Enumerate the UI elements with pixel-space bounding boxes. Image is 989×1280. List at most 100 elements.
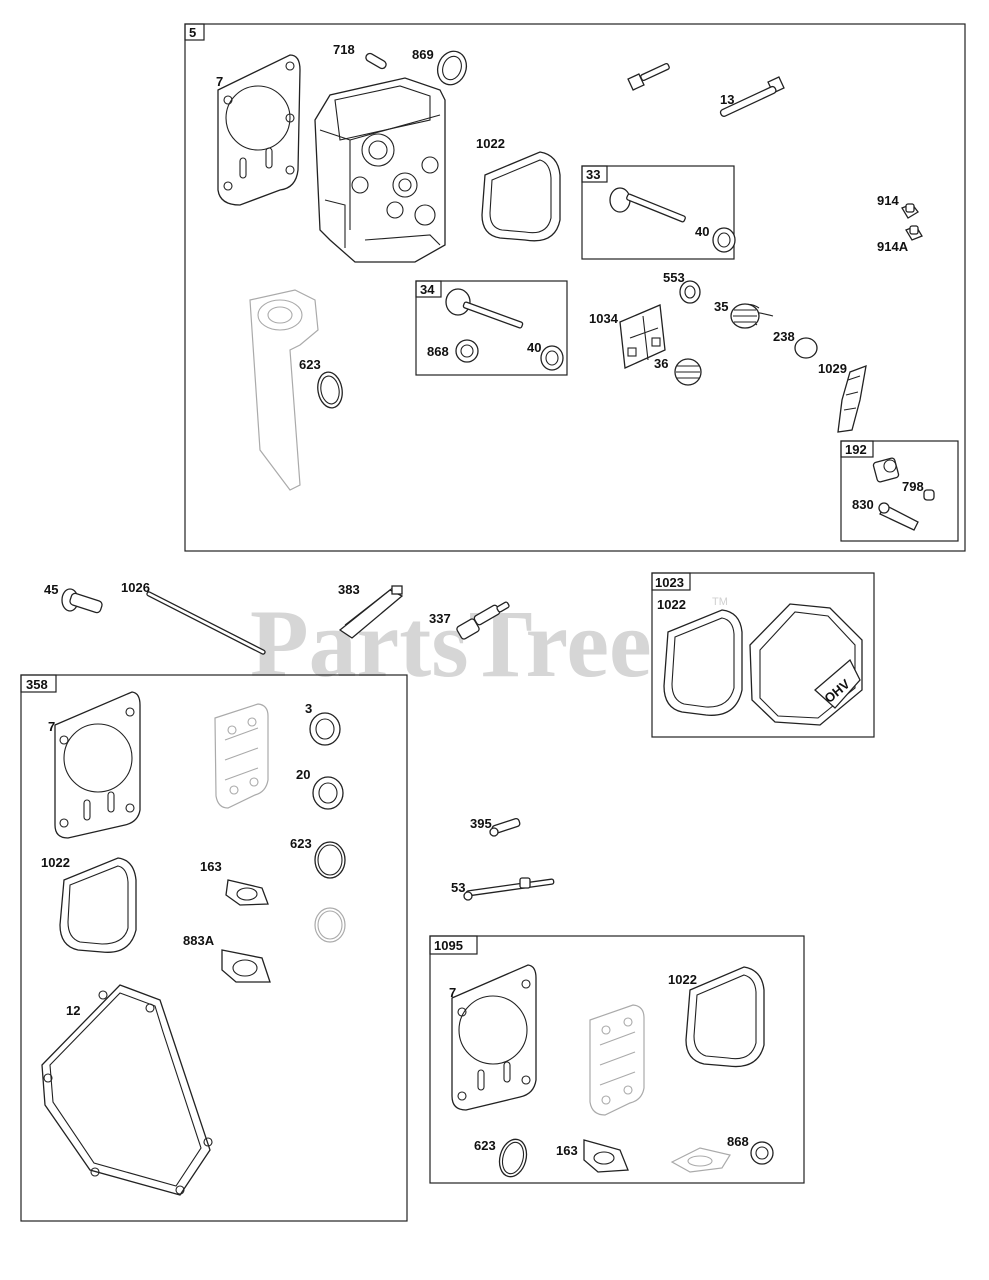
part-3-seal[interactable] bbox=[309, 712, 341, 746]
label-798: 798 bbox=[902, 479, 924, 494]
group-358[interactable]: 358 7 3 20 623 bbox=[20, 674, 408, 1222]
part-395-pin[interactable] bbox=[489, 817, 521, 837]
part-798-cap[interactable] bbox=[923, 489, 935, 501]
part-868-seal[interactable] bbox=[455, 339, 479, 363]
label-238: 238 bbox=[773, 329, 795, 344]
label-869: 869 bbox=[412, 47, 434, 62]
part-36-spring[interactable] bbox=[674, 358, 702, 386]
part-7-head-gasket-c[interactable] bbox=[451, 964, 537, 1111]
part-163-gasket[interactable] bbox=[225, 879, 269, 906]
label-40: 40 bbox=[695, 224, 709, 239]
group-192-label: 192 bbox=[845, 442, 867, 457]
label-395: 395 bbox=[470, 816, 492, 831]
part-7-head-gasket[interactable] bbox=[217, 54, 301, 206]
label-163b: 163 bbox=[556, 1143, 578, 1158]
part-914-fitting[interactable] bbox=[901, 203, 919, 219]
part-45-pin[interactable] bbox=[61, 588, 103, 614]
label-1022d: 1022 bbox=[668, 972, 697, 987]
watermark-tm: TM bbox=[712, 596, 728, 608]
group-33[interactable]: 33 40 bbox=[581, 165, 736, 260]
part-163-gasket-b[interactable] bbox=[583, 1139, 629, 1173]
part-valve-cover[interactable]: OHV bbox=[749, 603, 863, 726]
part-623-oring-b[interactable] bbox=[314, 841, 346, 879]
label-868b: 868 bbox=[727, 1134, 749, 1149]
part-gasket-light-358[interactable] bbox=[214, 703, 269, 809]
part-1029-guide[interactable] bbox=[837, 364, 867, 433]
group-1095[interactable]: 1095 7 1022 623 1 bbox=[429, 935, 805, 1184]
label-13: 13 bbox=[720, 92, 734, 107]
part-623-oring[interactable] bbox=[315, 370, 345, 410]
part-12-crankcase-gasket[interactable] bbox=[41, 984, 213, 1196]
part-oring-light-358[interactable] bbox=[314, 907, 346, 943]
part-1022-rocker-gasket-b[interactable] bbox=[59, 857, 137, 953]
group-5-label: 5 bbox=[189, 25, 196, 40]
part-34-valve[interactable] bbox=[445, 288, 524, 329]
part-13-bolt[interactable] bbox=[719, 76, 785, 117]
label-1022: 1022 bbox=[476, 136, 505, 151]
part-1026-pushrod[interactable] bbox=[146, 591, 266, 655]
label-53: 53 bbox=[451, 880, 465, 895]
group-1023-label: 1023 bbox=[655, 575, 684, 590]
part-623-oring-c[interactable] bbox=[496, 1136, 531, 1179]
part-1034-plate[interactable] bbox=[619, 304, 666, 369]
part-gasket-light-1095-b[interactable] bbox=[670, 1147, 731, 1173]
label-7b: 7 bbox=[48, 719, 55, 734]
label-1022c: 1022 bbox=[657, 597, 686, 612]
label-383: 383 bbox=[338, 582, 360, 597]
group-358-label: 358 bbox=[26, 677, 48, 692]
part-gasket-light-1095[interactable] bbox=[589, 1004, 645, 1116]
label-20: 20 bbox=[296, 767, 310, 782]
group-1023[interactable]: 1023 1022 OHV bbox=[651, 572, 875, 738]
label-1034: 1034 bbox=[589, 311, 619, 326]
part-383-bracket[interactable] bbox=[338, 585, 404, 639]
label-3: 3 bbox=[305, 701, 312, 716]
label-1029: 1029 bbox=[818, 361, 847, 376]
label-914a: 914A bbox=[877, 239, 909, 254]
label-830: 830 bbox=[852, 497, 874, 512]
part-1022-rocker-gasket[interactable] bbox=[481, 151, 561, 242]
part-830-pin[interactable] bbox=[878, 502, 919, 531]
part-cylinder-head[interactable] bbox=[314, 77, 446, 263]
part-33-valve[interactable] bbox=[609, 187, 686, 223]
part-883a-gasket[interactable] bbox=[221, 949, 271, 983]
part-192-nut[interactable] bbox=[872, 457, 900, 483]
part-337-spark-plug[interactable] bbox=[456, 601, 510, 640]
part-553-washer[interactable] bbox=[679, 280, 701, 304]
group-33-label: 33 bbox=[586, 167, 600, 182]
label-35: 35 bbox=[714, 299, 728, 314]
part-1022-rocker-gasket-c[interactable] bbox=[663, 609, 743, 716]
part-914a-fitting[interactable] bbox=[905, 225, 923, 241]
part-718-pin[interactable] bbox=[364, 52, 387, 70]
part-53-shaft[interactable] bbox=[463, 877, 555, 901]
label-553: 553 bbox=[663, 270, 685, 285]
part-869-seal[interactable] bbox=[433, 47, 471, 89]
label-1022b: 1022 bbox=[41, 855, 70, 870]
part-1022-rocker-gasket-d[interactable] bbox=[685, 966, 765, 1068]
label-914: 914 bbox=[877, 193, 899, 208]
label-623: 623 bbox=[299, 357, 321, 372]
label-12: 12 bbox=[66, 1003, 80, 1018]
watermark: PartsTree bbox=[250, 590, 652, 697]
label-868: 868 bbox=[427, 344, 449, 359]
group-192[interactable]: 192 798 830 bbox=[840, 440, 959, 542]
label-1026: 1026 bbox=[121, 580, 150, 595]
part-40-retainer[interactable] bbox=[712, 227, 736, 253]
part-7-head-gasket-b[interactable] bbox=[54, 691, 141, 839]
part-20-seal[interactable] bbox=[312, 776, 344, 810]
group-5[interactable]: 5 7 718 bbox=[184, 23, 966, 552]
label-7c: 7 bbox=[449, 985, 456, 1000]
group-1095-label: 1095 bbox=[434, 938, 463, 953]
label-36: 36 bbox=[654, 356, 668, 371]
label-163a: 163 bbox=[200, 859, 222, 874]
label-623b: 623 bbox=[290, 836, 312, 851]
part-40-retainer-b[interactable] bbox=[540, 345, 564, 371]
part-868-seal-b[interactable] bbox=[750, 1141, 774, 1165]
label-623c: 623 bbox=[474, 1138, 496, 1153]
part-238-cap[interactable] bbox=[794, 337, 818, 359]
part-intake-manifold[interactable] bbox=[249, 289, 319, 491]
group-34-label: 34 bbox=[420, 282, 435, 297]
part-bolt-unlabeled[interactable] bbox=[627, 62, 670, 91]
label-7: 7 bbox=[216, 74, 223, 89]
group-34[interactable]: 34 868 40 bbox=[415, 280, 568, 376]
part-35-spring[interactable] bbox=[730, 303, 774, 329]
